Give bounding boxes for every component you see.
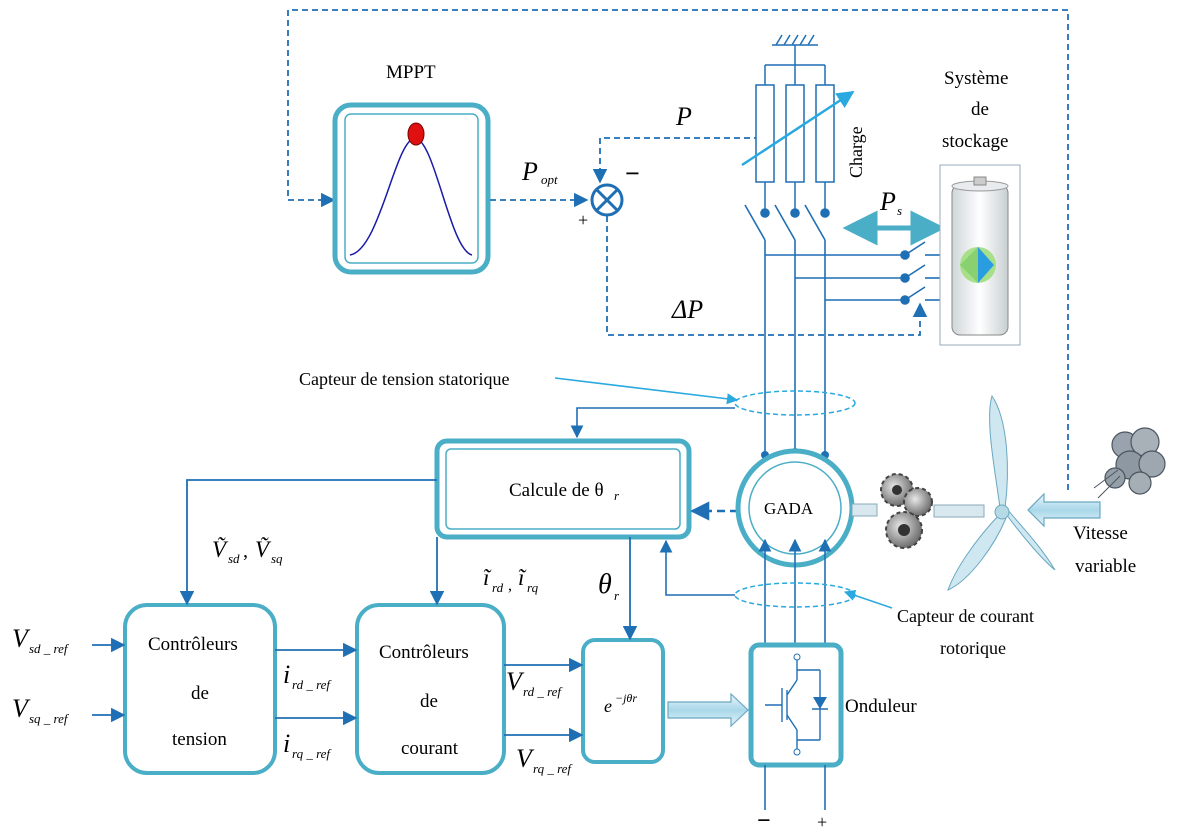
i-rd-ref-sub: rd _ ref bbox=[292, 677, 332, 692]
v-sq-ref-sub: sq _ ref bbox=[29, 711, 70, 726]
i-rd-tilde: ĩ bbox=[483, 565, 492, 590]
load-switches bbox=[744, 204, 830, 241]
park-transform-exp: −jθr bbox=[615, 691, 637, 705]
i-rd-ref-label: i bbox=[283, 660, 290, 689]
popt-label: P bbox=[521, 157, 538, 186]
minus-sign: − bbox=[625, 159, 640, 188]
i-rq-tilde: ĩ bbox=[518, 565, 527, 590]
v-sq-tilde: Ṽ bbox=[255, 536, 272, 562]
ground-symbol bbox=[772, 34, 818, 65]
stator-lines bbox=[764, 240, 905, 455]
popt-sub: opt bbox=[541, 172, 558, 187]
wind-label-line2: variable bbox=[1075, 556, 1136, 577]
inverter-block bbox=[748, 642, 844, 768]
v-rq-ref-sub: rq _ ref bbox=[533, 761, 573, 776]
voltage-sensor-label: Capteur de tension statorique bbox=[299, 369, 509, 389]
voltage-controller-label-3: tension bbox=[172, 729, 227, 750]
current-controller-label-1: Contrôleurs bbox=[379, 642, 469, 663]
rotor-lines bbox=[758, 538, 832, 645]
i-rd-sub: rd bbox=[492, 580, 504, 595]
svg-text:Ṽ: Ṽ bbox=[212, 536, 229, 562]
mppt-label: MPPT bbox=[386, 62, 436, 83]
v-sd-ref-label: V bbox=[12, 624, 31, 653]
current-sensor-label-line1: Capteur de courant bbox=[897, 606, 1034, 626]
ps-label: P bbox=[879, 187, 896, 216]
v-rd-ref-sub: rd _ ref bbox=[523, 684, 563, 699]
theta-label: θ bbox=[598, 569, 612, 600]
theta-calc-sub: r bbox=[614, 488, 620, 503]
v-sq-ref-label: V bbox=[12, 694, 31, 723]
p-label: P bbox=[675, 102, 692, 131]
delta-p-label: ΔP bbox=[671, 295, 703, 324]
voltage-sensor-signal bbox=[570, 407, 735, 439]
v-rd-ref-label: V bbox=[506, 667, 525, 696]
p-load-feedback bbox=[592, 137, 760, 184]
storage-label-line2: de bbox=[971, 99, 989, 120]
mppt-peak-point bbox=[407, 122, 425, 146]
battery-icon bbox=[939, 164, 1021, 346]
voltage-controller-label-2: de bbox=[191, 683, 209, 704]
wind-input-arrow bbox=[1027, 492, 1101, 528]
park-transform-base: e bbox=[604, 696, 612, 716]
voltage-sensor bbox=[734, 390, 856, 416]
svg-text:Ṽ: Ṽ bbox=[255, 536, 272, 562]
plus-sign: + bbox=[578, 210, 588, 230]
current-sensor-signal bbox=[659, 539, 735, 596]
variable-load-arrow bbox=[741, 90, 855, 167]
v-rq-ref-label: V bbox=[516, 744, 535, 773]
storage-label-line1: Système bbox=[944, 68, 1008, 89]
wind-turbine-icon bbox=[947, 394, 1056, 591]
svg-text:,: , bbox=[508, 577, 512, 594]
pwm-signal-arrow bbox=[667, 692, 749, 728]
ps-sub: s bbox=[897, 203, 902, 218]
load-resistors bbox=[755, 64, 835, 210]
gada-machine bbox=[735, 448, 855, 568]
theta-sub: r bbox=[614, 588, 620, 603]
gada-label: GADA bbox=[764, 499, 814, 518]
current-controller-label-3: courant bbox=[401, 738, 459, 759]
i-rq-ref-label: i bbox=[283, 729, 290, 758]
mppt-block bbox=[332, 102, 491, 275]
v-sq-sub: sq bbox=[271, 551, 283, 566]
summing-junction bbox=[590, 183, 624, 217]
dc-minus-label: − bbox=[757, 808, 771, 834]
wind-speed-feedback-line bbox=[287, 9, 1069, 490]
v-sd-sub: sd bbox=[228, 551, 240, 566]
storage-switches bbox=[900, 241, 940, 305]
svg-text:,: , bbox=[243, 540, 248, 562]
svg-text:ĩ: ĩ bbox=[518, 565, 527, 590]
dc-plus-label: + bbox=[817, 812, 827, 832]
control-signals bbox=[92, 479, 638, 743]
charge-label: Charge bbox=[846, 126, 866, 178]
dc-bus bbox=[764, 765, 826, 810]
wind-label-line1: Vitesse bbox=[1073, 523, 1128, 544]
voltage-controller-label-1: Contrôleurs bbox=[148, 634, 238, 655]
theta-calc-label: Calcule de θ bbox=[509, 480, 604, 501]
delta-p-line bbox=[606, 216, 928, 336]
svg-text:P: P bbox=[521, 157, 538, 186]
current-sensor-label-line2: rotorique bbox=[940, 638, 1006, 658]
theta-calc-block bbox=[434, 438, 692, 540]
i-rq-sub: rq bbox=[527, 580, 539, 595]
i-rq-ref-sub: rq _ ref bbox=[292, 746, 332, 761]
gearbox-icon bbox=[880, 473, 933, 549]
svg-text:ĩ: ĩ bbox=[483, 565, 492, 590]
storage-label-line3: stockage bbox=[942, 131, 1008, 152]
wind-cloud-icon bbox=[1093, 427, 1166, 499]
inverter-label: Onduleur bbox=[845, 696, 917, 717]
v-sd-ref-sub: sd _ ref bbox=[29, 641, 70, 656]
v-sd-tilde: Ṽ bbox=[212, 536, 229, 562]
current-controller-label-2: de bbox=[420, 691, 438, 712]
voltage-controller-block bbox=[123, 603, 277, 775]
